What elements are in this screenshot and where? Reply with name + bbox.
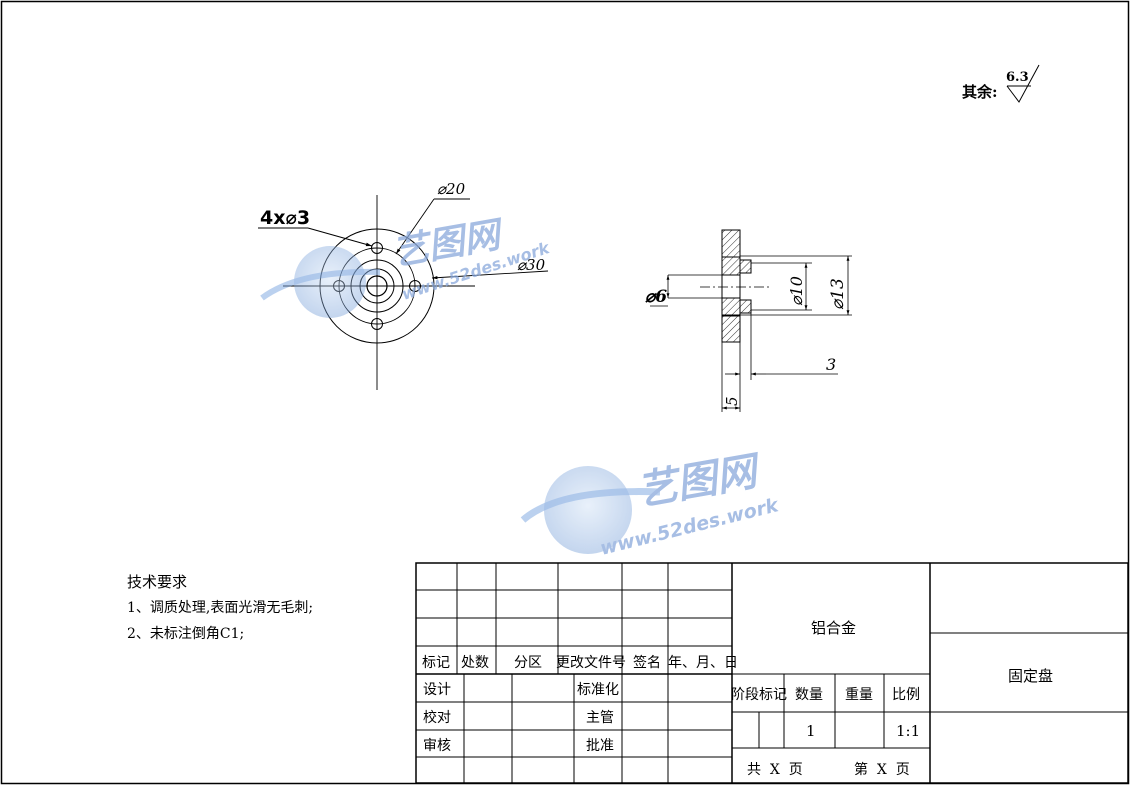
rev-header-count: 处数 [461, 655, 489, 671]
hole-top [371, 242, 383, 254]
holes-callout: 4x⌀3 [260, 207, 310, 229]
dim-len3: 3 [826, 355, 836, 374]
dim-d6: ⌀6 [645, 287, 667, 307]
front-view: 4x⌀3 ⌀20 ⌀30 [258, 180, 549, 390]
dim-d20: ⌀20 [437, 180, 466, 198]
watermark-large: 艺图网 www.52des.work [520, 448, 782, 560]
roughness-symbol-icon [1006, 64, 1040, 103]
scale-value: 1:1 [896, 722, 920, 740]
dim-len5: 5 [723, 396, 741, 406]
title-block [415, 562, 1129, 784]
role-design: 设计 [423, 682, 451, 698]
tech-req-item-1: 1、调质处理,表面光滑无毛刺; [127, 599, 313, 616]
role-review: 审核 [423, 738, 451, 754]
hole-bottom [371, 318, 383, 330]
rev-header-doc: 更改文件号 [556, 655, 626, 671]
section-view: ⌀6 ⌀10 ⌀13 3 5 [645, 229, 852, 412]
role-supervisor: 主管 [586, 710, 614, 726]
roughness-note: 其余: 6.3 [962, 64, 1040, 103]
dim-d10: ⌀10 [787, 276, 806, 306]
roughness-label: 其余: [962, 83, 998, 101]
rev-header-mark: 标记 [422, 655, 450, 671]
role-check: 校对 [423, 709, 451, 726]
quantity-header: 数量 [795, 687, 823, 703]
role-approve: 批准 [586, 738, 614, 754]
globe-icon-large [544, 466, 632, 554]
hole-right [409, 280, 421, 292]
rev-header-sign: 签名 [633, 654, 661, 671]
page-number: 第 X 页 [854, 761, 910, 778]
bore-circle-d6 [366, 275, 388, 297]
globe-icon [294, 246, 366, 318]
scale-header: 比例 [892, 687, 920, 703]
part-name: 固定盘 [1008, 667, 1053, 685]
watermark-small: 艺图网 www.52des.work [260, 214, 553, 318]
dim-d13: ⌀13 [828, 278, 848, 310]
rev-header-zone: 分区 [514, 655, 542, 671]
quantity-value: 1 [806, 722, 816, 740]
tech-req-title: 技术要求 [127, 573, 187, 591]
roughness-value: 6.3 [1006, 70, 1029, 85]
weight-header: 重量 [845, 687, 873, 703]
role-standard: 标准化 [577, 682, 619, 698]
tech-requirements: 技术要求 1、调质处理,表面光滑无毛刺; 2、未标注倒角C1; [127, 573, 313, 642]
stage-mark-header: 阶段标记 [731, 687, 787, 703]
rev-header-date: 年、月、日 [668, 655, 738, 671]
material: 铝合金 [811, 619, 856, 637]
title-block-text: 标记 处数 分区 更改文件号 签名 年、月、日 设计 校对 审核 标准化 主管 … [422, 619, 1053, 778]
total-pages: 共 X 页 [747, 762, 803, 778]
dim-d30: ⌀30 [517, 256, 546, 274]
tech-req-item-2: 2、未标注倒角C1; [127, 626, 244, 642]
